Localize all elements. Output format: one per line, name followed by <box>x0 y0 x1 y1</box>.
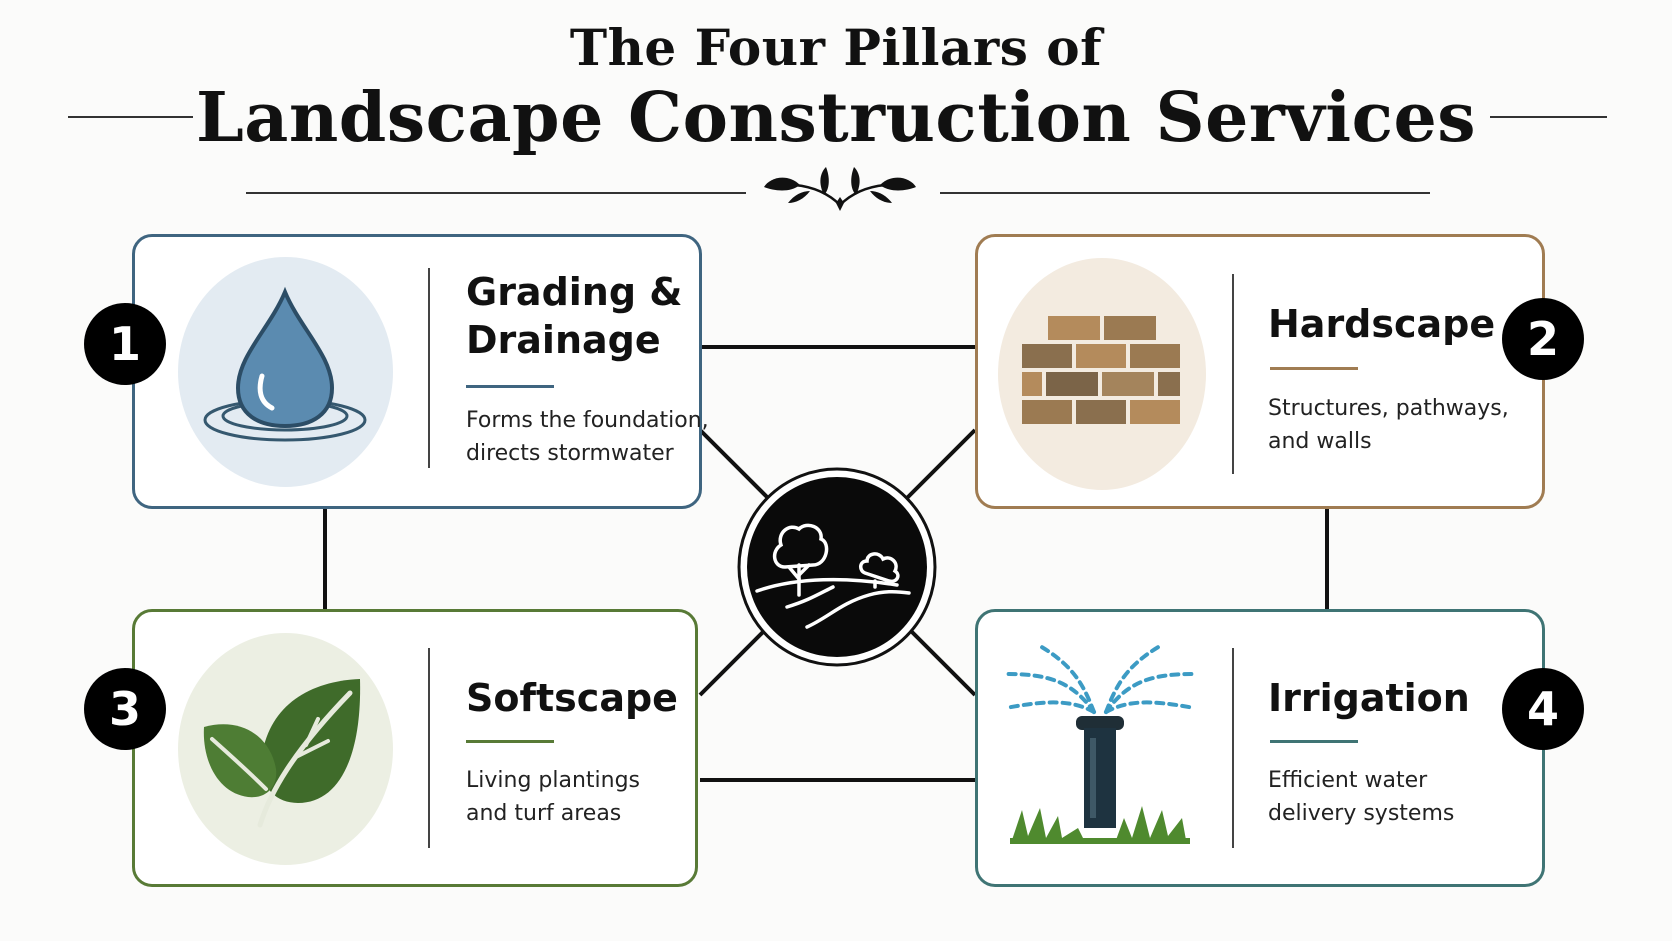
card-2-accent <box>1270 367 1358 370</box>
brick-wall-icon <box>1022 316 1180 424</box>
title-rule-left <box>68 116 193 118</box>
card-2-title: Hardscape <box>1268 302 1496 346</box>
card-1-title: Grading & Drainage <box>466 270 683 362</box>
card-4-title: Irrigation <box>1268 676 1470 720</box>
flourish-ornament <box>764 167 916 211</box>
card-1-divider <box>428 268 430 468</box>
card-4-divider <box>1232 648 1234 848</box>
badge-4: 4 <box>1502 668 1584 750</box>
card-2-divider <box>1232 274 1234 474</box>
divider-left <box>246 192 746 194</box>
card-3-title: Softscape <box>466 676 678 720</box>
divider-right <box>940 192 1430 194</box>
card-2-description: Structures, pathways, and walls <box>1268 396 1509 454</box>
card-4-description: Efficient water delivery systems <box>1268 768 1455 826</box>
title-rule-right <box>1490 116 1607 118</box>
card-3-divider <box>428 648 430 848</box>
page-title: Landscape Construction Services <box>195 78 1477 158</box>
badge-3: 3 <box>84 668 166 750</box>
card-4-accent <box>1270 740 1358 743</box>
card-3-accent <box>466 740 554 743</box>
leaf-icon <box>203 679 361 828</box>
card-1-accent <box>466 385 554 388</box>
badge-1: 1 <box>84 303 166 385</box>
card-3-description: Living plantings and turf areas <box>466 768 641 826</box>
badge-2: 2 <box>1502 298 1584 380</box>
landscape-tree-path-icon <box>737 467 937 667</box>
sprinkler-icon <box>1004 644 1196 844</box>
water-drop-icon <box>203 286 367 442</box>
card-1-description: Forms the foundation, directs stormwater <box>466 408 709 466</box>
title-top: The Four Pillars of <box>569 18 1103 77</box>
